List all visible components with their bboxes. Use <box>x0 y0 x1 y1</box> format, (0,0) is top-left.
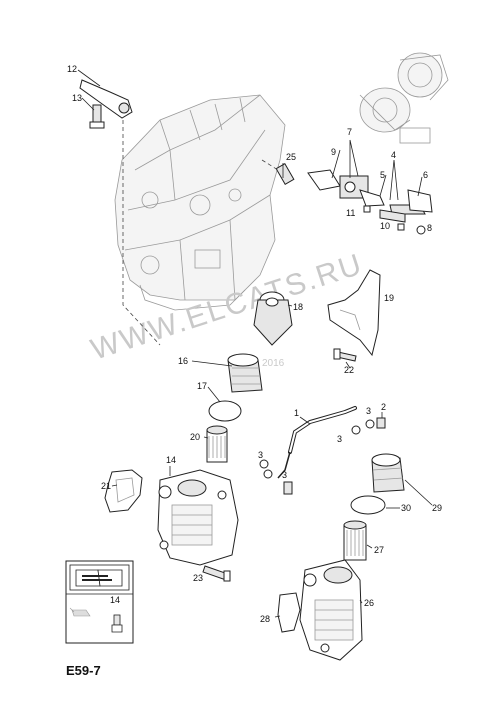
callout-30: 30 <box>401 503 411 513</box>
callout-3c: 3 <box>258 450 263 460</box>
part-bolt-23 <box>202 565 231 582</box>
part-oil-pipe-1 <box>277 406 357 479</box>
callout-3a: 3 <box>366 406 371 416</box>
legend-number-14: 14 <box>110 595 120 605</box>
callout-26: 26 <box>364 598 374 608</box>
callout-11: 11 <box>346 208 355 218</box>
callout-7: 7 <box>347 127 352 137</box>
callout-labels: 12 13 25 7 9 4 5 6 11 10 8 18 19 22 16 1… <box>67 64 442 624</box>
callout-9: 8 <box>427 223 432 233</box>
part-filter-cap-29 <box>371 453 433 506</box>
callout-5: 5 <box>380 170 385 180</box>
legend-box: 14 <box>65 560 134 644</box>
watermark-year: 2016 <box>262 358 285 369</box>
callout-22: 21 <box>101 481 111 491</box>
part-oring-30 <box>350 495 400 515</box>
part-housing-19 <box>253 291 293 346</box>
part-filter-element-21 <box>203 425 228 463</box>
book-wrench-icon <box>75 569 123 587</box>
part-bracket-20 <box>327 269 381 357</box>
callout-4: 4 <box>391 150 396 160</box>
part-bolt-13 <box>81 97 105 129</box>
part-housing-26 <box>299 559 363 661</box>
callout-19: 18 <box>293 302 303 312</box>
part-filter-housing-16 <box>157 466 239 566</box>
callout-2: 2 <box>381 402 386 412</box>
callout-6: 6 <box>423 170 428 180</box>
part-filter-element-27 <box>343 520 373 561</box>
part-gasket-22 <box>104 469 143 513</box>
page-code: E59-7 <box>66 663 101 678</box>
callout-16: 14 <box>166 455 176 465</box>
callout-17: 16 <box>178 356 188 366</box>
turbocharger-ghost <box>359 52 449 144</box>
callout-28: 28 <box>260 614 270 624</box>
callout-20: 19 <box>384 293 394 303</box>
callout-1: 1 <box>294 408 299 418</box>
oil-can-icon <box>69 607 91 617</box>
dashed-line-12 <box>122 120 161 346</box>
engine-block-ghost <box>114 94 286 311</box>
callout-24: 22 <box>344 365 354 375</box>
callout-23: 23 <box>193 573 203 583</box>
callout-29: 29 <box>432 503 442 513</box>
callout-21: 20 <box>190 432 200 442</box>
callout-10: 10 <box>380 221 390 231</box>
part-sensor-25 <box>261 159 295 185</box>
part-filter-cap-17 <box>191 353 263 393</box>
callout-25: 25 <box>286 152 296 162</box>
part-gasket-28 <box>274 592 301 633</box>
part-washers-3 <box>259 419 375 479</box>
callout-3d: 3 <box>282 470 287 480</box>
callout-13: 13 <box>72 93 82 103</box>
part-bracket-12 <box>77 69 133 119</box>
part-bolt-24 <box>333 348 357 369</box>
sensor-icon <box>111 614 123 633</box>
callout-3b: 3 <box>337 434 342 444</box>
part-oring-18 <box>207 386 242 422</box>
callout-18: 17 <box>197 381 207 391</box>
part-egr-group <box>307 139 433 235</box>
callout-12: 12 <box>67 64 77 74</box>
callout-8: 9 <box>331 147 336 157</box>
part-bolt-2 <box>283 412 386 495</box>
callout-27: 27 <box>374 545 384 555</box>
